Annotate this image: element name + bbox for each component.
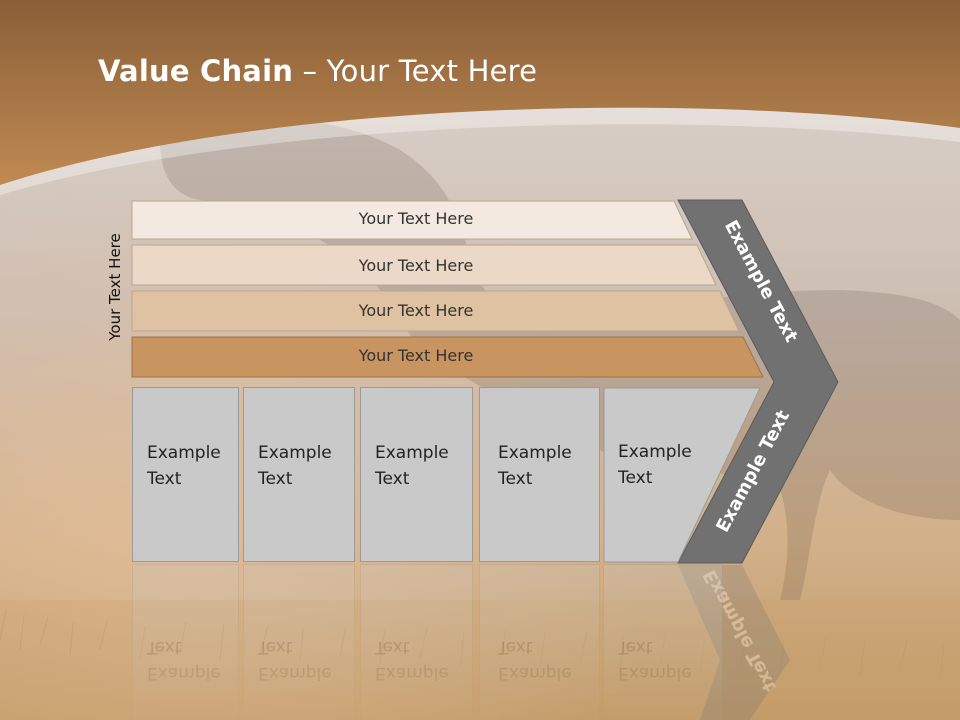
bar-label-3: Your Text Here: [358, 301, 474, 320]
bar-4: [131, 336, 764, 378]
activity-box-5: [603, 387, 761, 563]
bar-label-2: Your Text Here: [358, 256, 474, 275]
bar-label-1: Your Text Here: [358, 209, 474, 228]
chevron-arrow: [677, 199, 839, 564]
arrow-reflection: Example Text: [678, 565, 790, 720]
bar-3: [131, 290, 740, 332]
bar-label-4: Your Text Here: [358, 346, 474, 365]
page-title: Value Chain – Your Text Here: [98, 54, 538, 88]
bar-2: [131, 244, 717, 286]
header-band: [0, 0, 960, 195]
bar-1: [131, 200, 693, 240]
